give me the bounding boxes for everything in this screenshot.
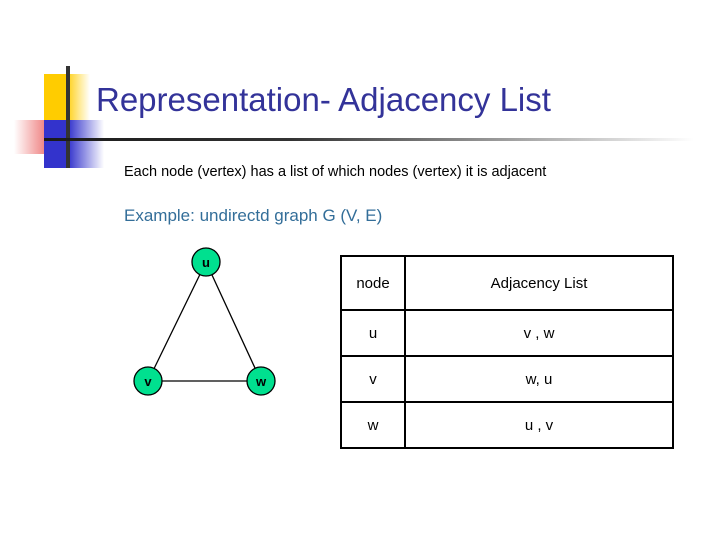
title-divider-rule bbox=[44, 138, 694, 141]
logo-vertical-bar bbox=[66, 66, 70, 168]
table-cell-node: u bbox=[340, 309, 406, 357]
graph-edge-u-w bbox=[205, 261, 262, 382]
graph-node-u bbox=[191, 247, 221, 277]
graph-node-u-label: u bbox=[202, 255, 210, 270]
subtitle-text: Each node (vertex) has a list of which n… bbox=[124, 164, 547, 180]
table-row: v w, u bbox=[340, 355, 674, 403]
graph-diagram: u v w bbox=[120, 240, 320, 415]
page-title: Representation- Adjacency List bbox=[96, 81, 551, 118]
table-cell-adjacency-list: u , v bbox=[404, 401, 674, 449]
table-cell-adjacency-list: w, u bbox=[404, 355, 674, 403]
graph-node-w bbox=[246, 366, 276, 396]
graph-node-v bbox=[133, 366, 163, 396]
adjacency-list-table: node Adjacency List u v , w v w, u w u ,… bbox=[340, 255, 674, 449]
slide-decoration-logo bbox=[14, 66, 104, 168]
logo-blue-square bbox=[44, 120, 104, 168]
example-caption: Example: undirectd graph G (V, E) bbox=[124, 206, 383, 225]
graph-svg: u v w bbox=[133, 247, 276, 396]
table-row: w u , v bbox=[340, 401, 674, 449]
table-cell-node: w bbox=[340, 401, 406, 449]
table-header-row: node Adjacency List bbox=[340, 255, 674, 311]
graph-node-w-label: w bbox=[255, 374, 267, 389]
graph-node-v-label: v bbox=[144, 374, 152, 389]
table-row: u v , w bbox=[340, 309, 674, 357]
graph-edge-u-v bbox=[147, 261, 207, 382]
table-cell-node: v bbox=[340, 355, 406, 403]
table-header-node: node bbox=[340, 255, 406, 311]
table-header-adjacency-list: Adjacency List bbox=[404, 255, 674, 311]
table-cell-adjacency-list: v , w bbox=[404, 309, 674, 357]
